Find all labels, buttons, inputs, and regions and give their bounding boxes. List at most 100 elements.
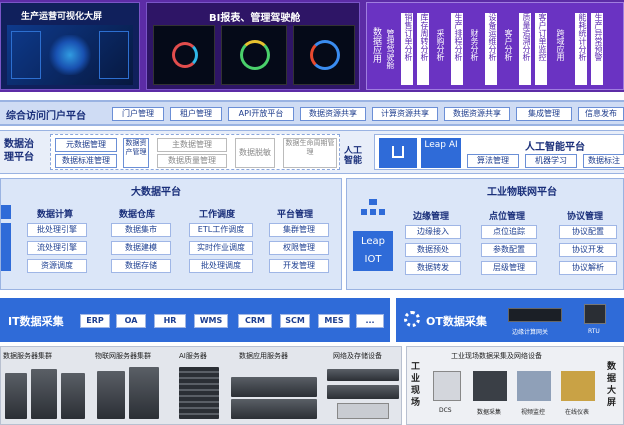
it-collect-panel: IT数据采集 ERP OA HR WMS CRM SCM MES ... — [0, 298, 390, 342]
gov-item-5[interactable]: 数据质量管理 — [157, 154, 227, 168]
app-item: 库存周转分析 — [417, 13, 429, 85]
right-label: 数据大屏 — [607, 362, 617, 408]
portal-item-1[interactable]: 门户管理 — [112, 107, 164, 121]
data-app-label: 数据应用 — [371, 27, 381, 63]
ai-item-3[interactable]: 数据标注 — [583, 154, 624, 168]
data-app-grid: 管理驾驶舱 销售订单分析 库存周转分析 采购分析 生产排程分析 财务分析 设备运… — [385, 9, 621, 87]
ai-leap-label: Leap AI — [421, 138, 461, 168]
app-server-icon — [231, 399, 317, 419]
portal-item-3[interactable]: API开放平台 — [228, 107, 294, 121]
portal-item-5[interactable]: 计算资源共享 — [372, 107, 438, 121]
bd-item[interactable]: 资源调度 — [27, 259, 87, 273]
gateway-device-icon — [508, 308, 562, 322]
gov-item-2[interactable]: 数据标准管理 — [55, 154, 117, 168]
gov-item-4[interactable]: 主数据管理 — [157, 138, 227, 152]
bigdata-side — [1, 223, 11, 271]
it-system[interactable]: MES — [318, 314, 350, 328]
industrial-title: 工业现场数据采集及网络设备 — [451, 352, 542, 360]
gov-item-6[interactable]: 数据脱敏 — [235, 138, 275, 168]
bi-screen-1 — [153, 25, 215, 85]
meter-icon — [561, 371, 595, 401]
portal-item-7[interactable]: 集成管理 — [516, 107, 572, 121]
it-system[interactable]: ERP — [80, 314, 110, 328]
iot-title: 工业物联网平台 — [487, 187, 557, 198]
app-item: 质量追溯分析 — [519, 13, 531, 85]
portal-item-2[interactable]: 租户管理 — [170, 107, 222, 121]
iot-group-3: 协议管理 协议配置 协议开发 协议解析 — [553, 209, 623, 281]
gov-item-7[interactable]: 数据生命周期管理 — [283, 138, 337, 168]
dashboard-label: 生产运营可视化大屏 — [21, 12, 103, 22]
bigdata-panel: 大数据平台 数据计算 批处理引擎 流处理引擎 资源调度 数据仓库 数据集市 数据… — [0, 178, 342, 290]
gov-item-1[interactable]: 元数据管理 — [55, 138, 117, 152]
server-rack-icon — [61, 373, 85, 419]
iot-item[interactable]: 参数配置 — [481, 243, 537, 257]
bd-item[interactable]: 数据建模 — [111, 241, 171, 255]
device-label: 数据采集 — [477, 409, 502, 416]
iot-item[interactable]: 协议开发 — [559, 243, 617, 257]
ai-title: 人工智能平台 — [525, 142, 585, 153]
app-item: 生产排程分析 — [451, 13, 463, 85]
ai-item-2[interactable]: 机器学习 — [525, 154, 577, 168]
it-system[interactable]: WMS — [194, 314, 228, 328]
bd-group-title: 工作调度 — [199, 210, 236, 220]
bd-item[interactable]: 集群管理 — [269, 223, 329, 237]
gauge-icon — [240, 40, 270, 70]
dcs-icon — [433, 371, 461, 401]
server-tower-icon — [97, 371, 125, 419]
app-item: 设备运维分析 — [485, 13, 497, 85]
hw-group-label: AI服务器 — [179, 352, 207, 360]
bi-panel: BI报表、管理驾驶舱 — [146, 2, 360, 90]
bd-item[interactable]: 流处理引擎 — [27, 241, 87, 255]
ot-collect-panel: OT数据采集 边缘计算网关 RTU — [396, 298, 624, 342]
it-system[interactable]: ... — [356, 314, 384, 328]
ai-icon-box — [379, 138, 417, 168]
it-system[interactable]: SCM — [280, 314, 310, 328]
bd-item[interactable]: 数据集市 — [111, 223, 171, 237]
ai-item-1[interactable]: 算法管理 — [467, 154, 519, 168]
iot-leap-label: Leap IOT — [353, 231, 393, 271]
bi-label: BI报表、管理驾驶舱 — [209, 13, 301, 24]
bd-item[interactable]: 批处理调度 — [189, 259, 253, 273]
portal-item-6[interactable]: 数据资源共享 — [444, 107, 510, 121]
server-rack-icon — [5, 373, 27, 419]
app-col-4: 客户分析 — [504, 29, 513, 61]
portal-item-8[interactable]: 信息发布 — [578, 107, 624, 121]
iot-item[interactable]: 点位追踪 — [481, 225, 537, 239]
hardware-panel: 数据服务器集群 物联网服务器集群 AI服务器 数据应用服务器 网络及存储设备 — [0, 346, 402, 425]
gauge-icon — [172, 42, 198, 68]
ot-collect-title: OT数据采集 — [426, 315, 487, 328]
it-system[interactable]: OA — [116, 314, 146, 328]
bd-item[interactable]: 权限管理 — [269, 241, 329, 255]
iot-group-title: 协议管理 — [567, 212, 604, 222]
iot-item[interactable]: 边缘接入 — [405, 225, 461, 239]
portal-title: 综合访问门户平台 — [6, 111, 86, 122]
bd-item[interactable]: ETL工作调度 — [189, 223, 253, 237]
it-system[interactable]: CRM — [238, 314, 272, 328]
bd-group-title: 数据仓库 — [119, 210, 156, 220]
network-switch-icon — [327, 385, 399, 399]
it-system[interactable]: HR — [154, 314, 186, 328]
bd-group-4: 平台管理 集群管理 权限管理 开发管理 — [267, 207, 337, 279]
app-item: 销售订单分析 — [401, 13, 413, 85]
iot-item[interactable]: 协议配置 — [559, 225, 617, 239]
gov-title-line2: 理平台 — [4, 152, 34, 163]
bigdata-title: 大数据平台 — [131, 187, 181, 198]
bd-item[interactable]: 数据存储 — [111, 259, 171, 273]
iot-item[interactable]: 数据转发 — [405, 261, 461, 275]
industrial-panel: 工业现场 工业现场数据采集及网络设备 DCS 数据采集 视频监控 在线仪表 数据… — [406, 346, 624, 425]
gov-items: 元数据管理 数据标准管理 数据资产管理 主数据管理 数据质量管理 数据脱敏 数据… — [50, 134, 340, 170]
bd-item[interactable]: 开发管理 — [269, 259, 329, 273]
bi-screen-3 — [293, 25, 355, 85]
gov-title-line1: 数据治 — [4, 139, 34, 150]
bd-item[interactable]: 实时作业调度 — [189, 241, 253, 255]
iot-item[interactable]: 层级管理 — [481, 261, 537, 275]
device-label: DCS — [439, 407, 452, 414]
iot-item[interactable]: 协议解析 — [559, 261, 617, 275]
gov-title: 数据治 理平台 — [4, 138, 34, 164]
iot-item[interactable]: 数据预处 — [405, 243, 461, 257]
bd-item[interactable]: 批处理引擎 — [27, 223, 87, 237]
iot-group-2: 点位管理 点位追踪 参数配置 层级管理 — [475, 209, 545, 281]
gov-item-3[interactable]: 数据资产管理 — [123, 138, 149, 168]
dashboard-panel: 生产运营可视化大屏 — [0, 2, 140, 90]
portal-item-4[interactable]: 数据资源共享 — [300, 107, 366, 121]
